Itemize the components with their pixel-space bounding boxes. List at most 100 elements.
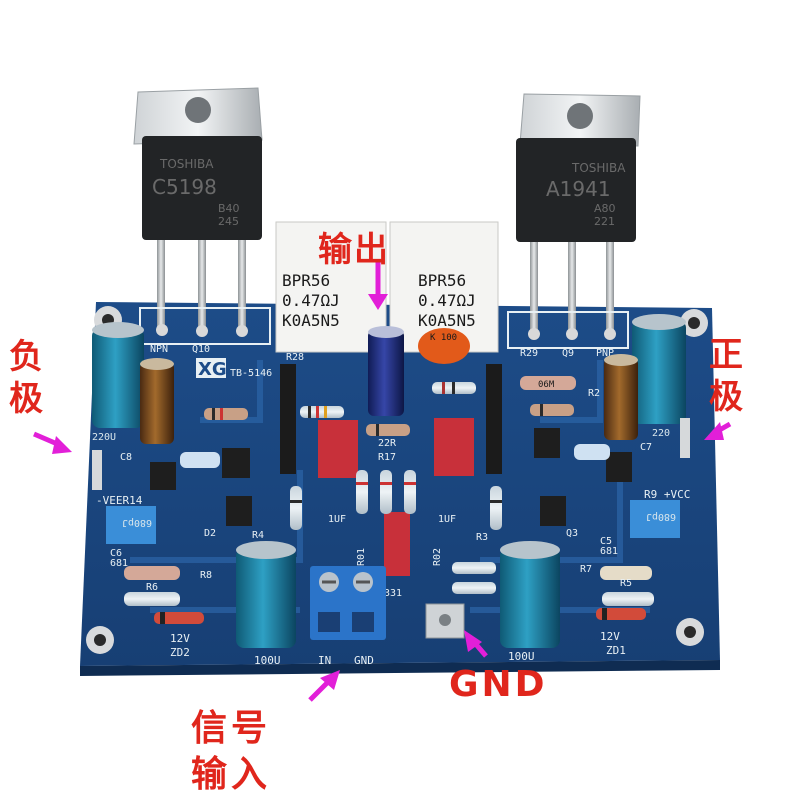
silk-22r: 22R [378, 438, 397, 449]
silk-in: IN [318, 654, 331, 667]
brown-cap-left [140, 358, 174, 444]
cement-resistor-right-line1: BPR56 [418, 271, 466, 290]
navy-cap-center [368, 326, 404, 416]
annotation-negative: 负极 [9, 337, 43, 419]
transistor-left-part: C5198 [152, 175, 217, 199]
cement-resistor-left-line1: BPR56 [282, 271, 330, 290]
transistor-right-code2: 221 [594, 215, 615, 228]
annotation-output: 输出 [318, 230, 390, 270]
annotation-positive: 正极 [709, 335, 743, 417]
cement-resistor-left-line2: 0.47ΩJ [282, 291, 340, 310]
electrolytic-cap-top-left [92, 322, 144, 428]
small-glass-diode-left [180, 452, 220, 468]
gnd-lug [425, 603, 465, 639]
silk-r01: R01 [356, 548, 367, 566]
silk-06m: 06M [538, 380, 555, 390]
orange-cap-k100: K 100 [418, 328, 470, 364]
silk-veer14: -VEER14 [96, 494, 143, 507]
silk-c6-val: 681 [110, 558, 128, 569]
transistor-right-brand: TOSHIBA [571, 161, 626, 175]
box-cap-left: 680pJ [106, 506, 156, 544]
film-cap-left [318, 420, 358, 478]
cement-resistor-right-line2: 0.47ΩJ [418, 291, 476, 310]
silk-r29: R29 [520, 348, 538, 359]
small-transistors [150, 428, 632, 526]
film-cap-center [384, 512, 410, 576]
box-cap-right: 680pJ [630, 500, 680, 538]
film-cap-right [434, 418, 474, 476]
cement-resistor-right: BPR56 0.47ΩJ K0A5N5 [389, 221, 499, 353]
small-glass-diode-right [574, 444, 610, 460]
silk-cap220-right: 220 [652, 428, 670, 439]
silk-680-right: 680pJ [646, 511, 676, 522]
silk-pnp: PNP [596, 348, 614, 359]
silk-12v-left: 12V [170, 632, 190, 645]
annotation-gnd: GND [449, 664, 548, 705]
transistor-left-code1: B40 [218, 202, 240, 215]
mounting-hole-bottom-left [86, 626, 114, 654]
silk-c5: C5 [600, 536, 612, 547]
positive-pin [680, 418, 690, 458]
silk-uf-left: 1UF [328, 514, 346, 525]
silk-box-right-transistor [507, 311, 629, 349]
silk-r02: R02 [432, 548, 443, 566]
silk-board-id: TB-5146 [230, 368, 272, 379]
signal-terminal-block [310, 566, 386, 640]
silk-100u-right: 100U [508, 650, 535, 663]
zener-diode-right [596, 608, 646, 620]
transistor-right-part: A1941 [546, 177, 611, 201]
transistor-left: TOSHIBA C5198 B40 245 [133, 87, 263, 330]
cement-resistor-left: BPR56 0.47ΩJ K0A5N5 [275, 221, 387, 353]
silk-gnd-pad: GND [354, 654, 374, 667]
cement-resistor-right-line3: K0A5N5 [418, 311, 476, 330]
silk-c6: C6 [110, 548, 122, 559]
transistor-right-code1: A80 [594, 202, 616, 215]
silk-c331: 331 [384, 588, 402, 599]
silk-k100: K 100 [430, 333, 457, 343]
transistor-right: TOSHIBA A1941 A80 221 [516, 93, 641, 332]
electrolytic-cap-bottom-left [236, 541, 296, 648]
negative-pin [92, 450, 102, 490]
silk-cap220-left: 220U [92, 432, 116, 443]
mounting-hole-top-right [680, 309, 708, 337]
silk-uf-right: 1UF [438, 514, 456, 525]
silk-r4: R4 [252, 530, 264, 541]
silk-q10: Q10 [192, 344, 210, 355]
annotation-signal-input: 信号输入 [190, 708, 271, 795]
silk-r3: R3 [476, 532, 488, 543]
silk-12v-right: 12V [600, 630, 620, 643]
mounting-hole-bottom-right [676, 618, 704, 646]
silk-r17: R17 [378, 452, 396, 463]
silk-r2: R2 [588, 388, 600, 399]
xg-logo-box [196, 358, 226, 378]
silk-zd1: ZD1 [606, 644, 626, 657]
electrolytic-cap-bottom-right [500, 541, 560, 648]
silk-c8: C8 [120, 452, 132, 463]
driver-heatsink-left [280, 364, 296, 474]
pcb-board-edge [80, 660, 720, 676]
cement-resistor-left-line3: K0A5N5 [282, 311, 340, 330]
silk-npn: NPN [150, 344, 168, 355]
transistor-left-brand: TOSHIBA [159, 157, 214, 171]
xg-logo-text: XG [198, 359, 227, 380]
silk-r6: R6 [146, 582, 158, 593]
silk-zd2: ZD2 [170, 646, 190, 659]
arrow-positive [704, 421, 732, 440]
silk-q9: Q9 [562, 348, 574, 359]
silk-r28: R28 [286, 352, 304, 363]
arrow-signal-input [308, 670, 340, 702]
silk-r5: R5 [620, 578, 632, 589]
arrow-negative [33, 431, 72, 454]
silk-680-left: 680pJ [122, 517, 152, 528]
silk-r8: R8 [200, 570, 212, 581]
arrow-gnd [464, 630, 488, 658]
silk-c5-val: 681 [600, 546, 618, 557]
silk-d2: D2 [204, 528, 216, 539]
silk-vcc: R9 +VCC [644, 488, 690, 501]
transistor-left-code2: 245 [218, 215, 239, 228]
silk-100u-left: 100U [254, 654, 281, 667]
silk-r7: R7 [580, 564, 592, 575]
zener-diode-left [154, 612, 204, 624]
driver-heatsink-right [486, 364, 502, 474]
